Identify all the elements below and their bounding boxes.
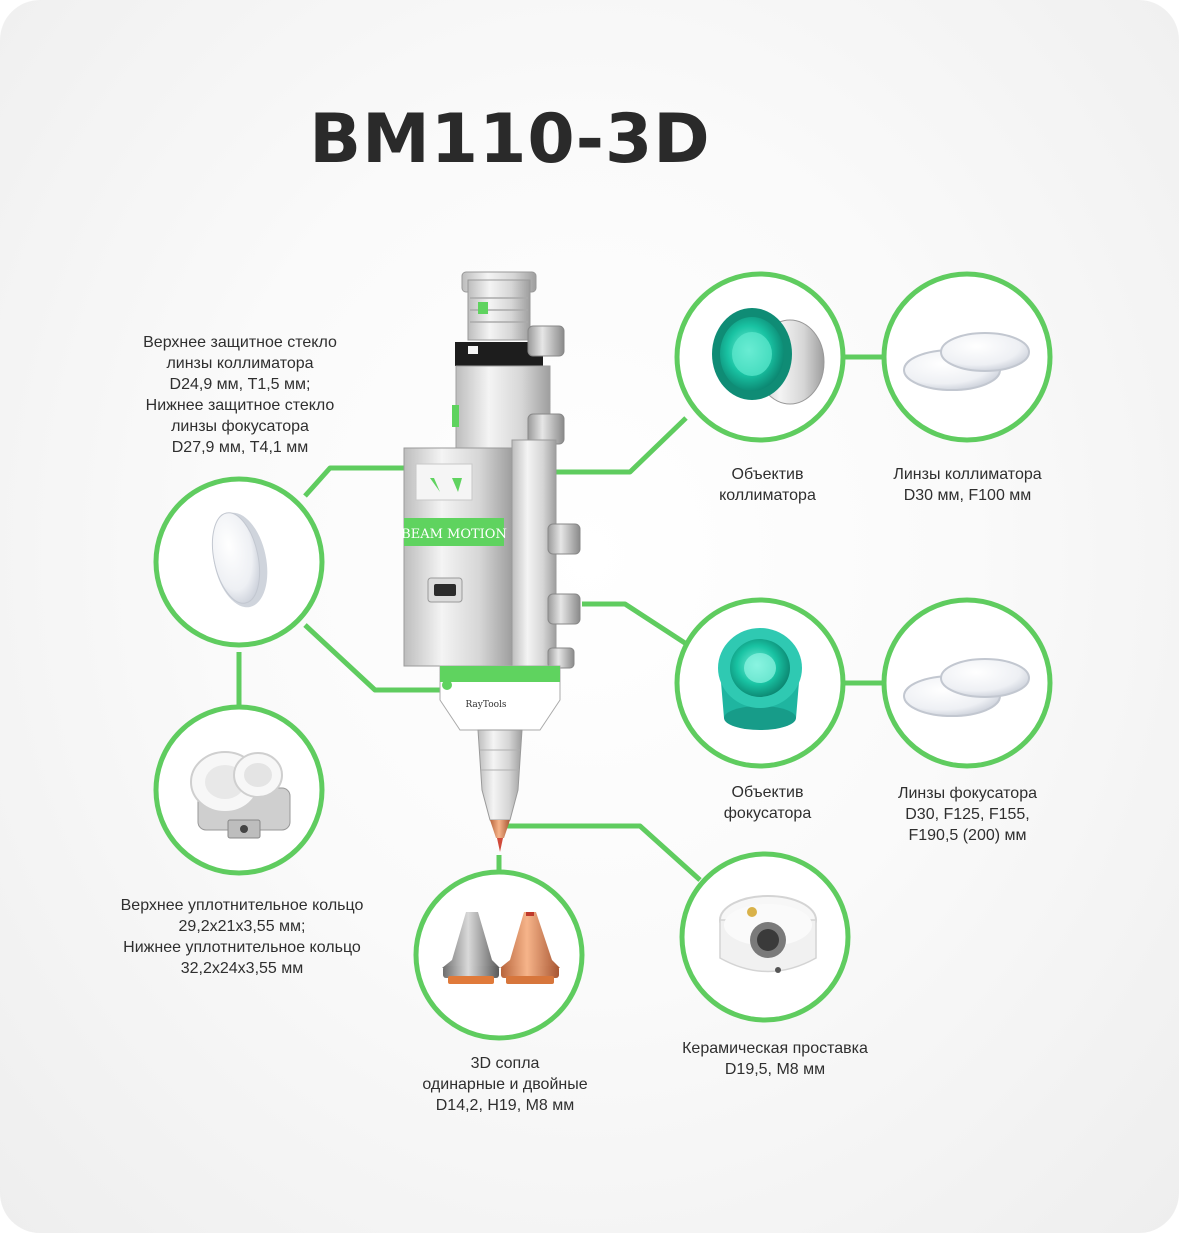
raytools-brand: RayTools: [465, 700, 506, 710]
label-collimator-objective: Объектив коллиматора: [719, 466, 816, 504]
circle-nozzles: [413, 869, 585, 1041]
connector-lines: [236, 354, 884, 882]
connector-collimator-objective: [548, 416, 688, 475]
laser-head-illustration: BEAM MOTION RayTools: [401, 271, 581, 852]
label-focuser-lens: Линзы фокусатора D30, F125, F155, F190,5…: [897, 785, 1037, 844]
collimator-objective-icon: [712, 308, 825, 405]
nozzles-icon: [442, 912, 560, 984]
label-collimator-lens: Линзы коллиматора D30 мм, F100 мм: [893, 466, 1042, 504]
label-seal-ring: Верхнее уплотнительное кольцо 29,2x21x3,…: [120, 897, 364, 977]
connector-focuser-objective: [582, 601, 690, 648]
focuser-objective-icon: [718, 628, 802, 730]
ceramic-icon: [719, 895, 817, 973]
connector-protective-glass-lower: [303, 623, 442, 693]
connector-ceramic: [505, 823, 702, 882]
label-ceramic: Керамическая проставка D19,5, M8 мм: [682, 1040, 868, 1078]
focuser-lens-icon: [903, 658, 1030, 717]
seal-ring-icon: [190, 751, 291, 839]
label-focuser-objective: Объектив фокусатора: [723, 784, 812, 822]
protective-glass-icon: [211, 512, 268, 608]
connector-protective-glass: [303, 465, 404, 498]
collimator-lens-icon: [903, 332, 1030, 391]
page-title: BM110-3D: [309, 100, 711, 179]
label-protective-glass: Верхнее защитное стекло линзы коллиматор…: [143, 334, 337, 456]
label-nozzles: 3D сопла одинарные и двойные D14,2, H19,…: [422, 1055, 588, 1114]
beam-motion-text: BEAM MOTION: [401, 527, 507, 542]
